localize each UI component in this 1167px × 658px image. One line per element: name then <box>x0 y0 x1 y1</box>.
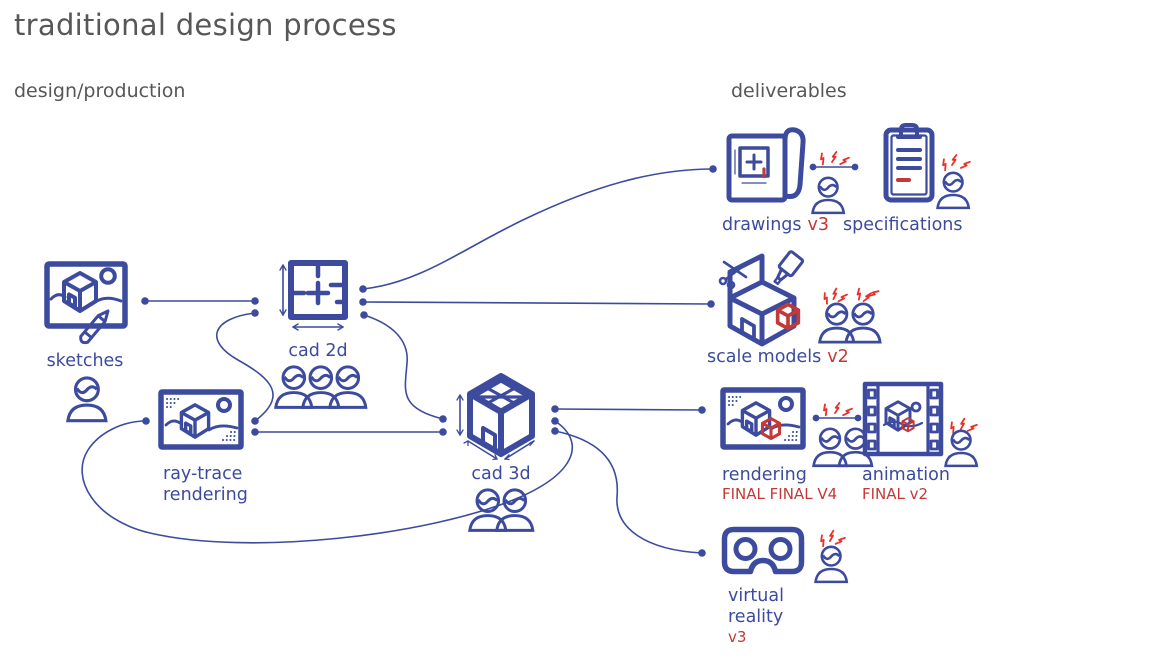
cad3d-team-icon <box>468 488 535 532</box>
rendering-conflict-icon <box>813 403 862 421</box>
blueprint-icon <box>726 127 806 203</box>
connectors <box>81 168 714 554</box>
drawings-conflict-icon <box>810 152 859 170</box>
cad2d-label: cad 2d <box>288 341 348 361</box>
connector-cad2d-cad3d <box>363 314 444 420</box>
virtual-reality-label: virtual reality <box>728 586 784 627</box>
specifications-person-icon <box>936 171 971 210</box>
cardboard-model-icon <box>718 250 805 347</box>
connector-cad2d-raytrace <box>216 312 274 422</box>
sketches-label: sketches <box>46 351 124 371</box>
virtual-reality-version: v3 <box>728 628 747 646</box>
pencil-icon <box>79 309 110 345</box>
section-deliverables: deliverables <box>731 80 847 102</box>
raytrace-image-icon <box>158 389 244 450</box>
vr-goggles-icon <box>721 526 805 575</box>
connector-cad3d-rendering <box>554 408 703 411</box>
animation-label: animation <box>862 465 950 485</box>
drawings-person-icon <box>811 176 846 215</box>
sketches-person-icon <box>66 376 108 423</box>
cad2d-team-icon <box>274 365 368 409</box>
rendering-version: FINAL FINAL V4 <box>722 485 838 503</box>
connector-cad2d-drawings <box>362 168 714 290</box>
page-title: traditional design process <box>14 8 397 42</box>
animation-person-icon <box>944 429 979 468</box>
filmstrip-holes <box>867 388 939 451</box>
specifications-label: specifications <box>843 215 963 235</box>
sketch-image-icon <box>44 261 128 345</box>
connector-endpoints <box>141 165 717 557</box>
connector-cad3d-raytrace-loop <box>81 420 573 544</box>
drawings-version: v3 <box>807 215 830 235</box>
animation-version: FINAL v2 <box>862 485 929 503</box>
scalemodels-team-icon <box>818 302 882 344</box>
clipboard-icon <box>883 123 935 203</box>
connector-cad2d-scalemodels <box>362 301 712 305</box>
vr-person-icon <box>814 545 849 584</box>
house-3d-icon <box>456 373 535 461</box>
raytrace-label: ray-trace rendering <box>163 464 248 505</box>
floorplan-icon <box>279 260 348 331</box>
scale-models-version: v2 <box>827 347 849 367</box>
glue-bottle-icon <box>773 250 805 286</box>
render-image-icon <box>720 387 806 450</box>
cad3d-label: cad 3d <box>471 464 531 484</box>
connector-cad3d-vr <box>554 430 703 554</box>
section-design-production: design/production <box>14 80 186 102</box>
scissors-icon <box>718 260 748 290</box>
filmstrip-icon <box>862 381 944 457</box>
rendering-label: rendering <box>722 465 807 485</box>
